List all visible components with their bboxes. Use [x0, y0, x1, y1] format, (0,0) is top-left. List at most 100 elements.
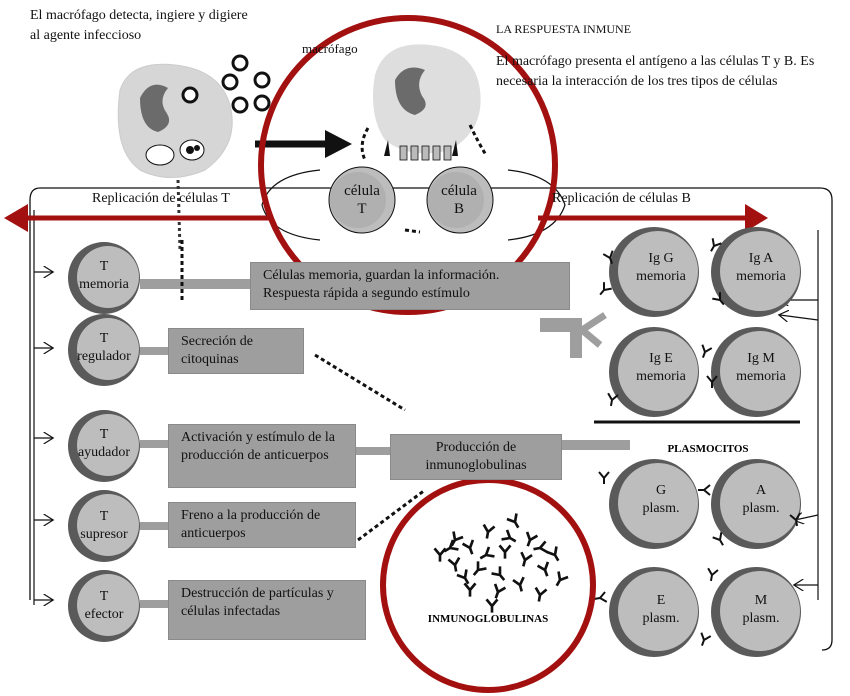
antibody-marker — [710, 238, 722, 252]
memory-b-cells — [609, 227, 801, 417]
immunoglobulin — [447, 556, 461, 572]
antibody-markers — [593, 238, 801, 646]
memory-b-line2: memoria — [636, 269, 686, 284]
t-helper-description: Activación y estímulo de la producción d… — [168, 424, 356, 488]
t-cell-label: T ayudador — [66, 426, 142, 462]
outer-frame — [40, 187, 833, 651]
memory-b-cell-circle — [609, 327, 699, 417]
t-cell-circle — [68, 410, 140, 482]
plasma-line1: A — [755, 483, 767, 498]
memory-b-line1: Ig A — [748, 251, 774, 266]
t-cell-line1: T — [99, 427, 109, 442]
antibody-marker — [706, 375, 718, 388]
plasma-line1: G — [655, 483, 667, 498]
intro-left-text: El macrófago detecta, ingiere y digiere … — [30, 8, 248, 43]
page-title: LA RESPUESTA INMUNE — [496, 22, 632, 36]
replication-red-arrows — [4, 204, 768, 232]
connector-bars — [140, 279, 630, 608]
immunoglobulin — [533, 540, 549, 554]
immunoglobulin — [525, 531, 539, 547]
immunoglobulin — [456, 569, 470, 585]
t-cell-label: T efector — [66, 588, 142, 624]
plasma-line1: E — [656, 593, 666, 608]
macrophage-presenting — [360, 44, 488, 161]
immunoglobulin — [472, 561, 487, 576]
plasma-cell-circle — [609, 459, 699, 549]
antibody-marker — [698, 484, 711, 496]
immunoglobulin — [512, 576, 525, 592]
t-cell-circle — [68, 242, 140, 314]
immunoglobulin — [506, 513, 520, 529]
plasma-cells — [609, 459, 801, 657]
immunoglobulin — [491, 566, 506, 581]
antibody-marker — [712, 532, 724, 546]
immunoglobulin — [479, 546, 495, 560]
immunoglobulin — [443, 539, 459, 553]
plasmocitos-label: PLASMOCITOS — [667, 443, 748, 455]
antibody-marker — [700, 632, 712, 646]
memory-b-cell-label: Ig E memoria — [621, 350, 701, 386]
memory-b-cell-circle — [711, 327, 801, 417]
t-cell-circle — [68, 570, 140, 642]
center-t-cell-line1: célula — [344, 183, 380, 199]
focus-circle-bottom — [380, 477, 596, 693]
intro-right-text: El macrófago presenta el antígeno a las … — [496, 54, 815, 89]
left-frame-line — [29, 187, 41, 600]
antibody-marker — [707, 567, 719, 582]
t-cell-label: T supresor — [66, 508, 142, 544]
immunoglobulin-production-box: Producción de inmunoglobulinas — [390, 434, 562, 480]
immunoglobulin — [461, 539, 475, 555]
memory-b-cell-circle — [609, 227, 699, 317]
memory-b-line1: Ig G — [648, 251, 674, 266]
plasma-line2: plasm. — [742, 501, 780, 516]
antibody-marker — [607, 392, 619, 407]
memory-b-line1: Ig M — [747, 351, 775, 366]
t-cell-line2: ayudador — [77, 445, 131, 460]
antibody-marker — [701, 344, 713, 358]
center-b-cell-line1: célula — [441, 183, 477, 199]
plasma-cell-label: G plasm. — [621, 482, 701, 518]
immunoglobulin-molecules — [433, 513, 569, 613]
t-cell-circle — [68, 490, 140, 562]
memory-b-line1: Ig E — [649, 351, 673, 366]
immunoglobulins-label: INMUNOGLOBULINAS — [428, 613, 548, 625]
t-cell-line1: T — [99, 589, 109, 604]
antibody-marker — [599, 282, 612, 296]
t-cell-circle — [68, 314, 140, 386]
plasma-cell-label: M plasm. — [721, 592, 801, 628]
center-t-cell — [328, 166, 396, 234]
center-t-cell-label: célula T — [332, 182, 392, 218]
immunoglobulin — [433, 547, 447, 562]
center-dashes — [404, 228, 421, 234]
plasma-line2: plasm. — [742, 611, 780, 626]
memory-b-cell-label: Ig M memoria — [721, 350, 801, 386]
plasma-line1: M — [754, 593, 768, 608]
antibody-marker — [598, 471, 610, 484]
focus-circle-top — [258, 15, 558, 315]
macrophage-small — [117, 63, 233, 178]
immunoglobulin — [555, 571, 569, 587]
t-cell-line2: efector — [84, 607, 124, 622]
immunoglobulin — [536, 561, 550, 577]
plasma-line2: plasm. — [642, 611, 680, 626]
t-suppressor-description: Freno a la producción de anticuerpos — [168, 502, 356, 548]
plasma-line2: plasm. — [642, 501, 680, 516]
center-b-cell — [426, 166, 494, 234]
antibody-marker — [602, 250, 614, 264]
plasma-cell-circle — [711, 459, 801, 549]
immunoglobulin — [520, 551, 533, 567]
immunoglobulin — [493, 583, 507, 599]
t-cell-line1: T — [99, 259, 109, 274]
immunoglobulin — [463, 582, 477, 597]
immunoglobulin — [498, 544, 512, 559]
memory-b-line2: memoria — [736, 369, 786, 384]
t-cell-line2: regulador — [77, 349, 131, 364]
t-regulator-description: Secreción de citoquinas — [168, 328, 304, 374]
antibody-marker — [789, 512, 801, 527]
memory-b-line2: memoria — [636, 369, 686, 384]
center-b-cell-label: célula B — [429, 182, 489, 218]
immunoglobulin — [546, 546, 560, 562]
plasma-cell-circle — [609, 567, 699, 657]
t-cell-label: T memoria — [66, 258, 142, 294]
